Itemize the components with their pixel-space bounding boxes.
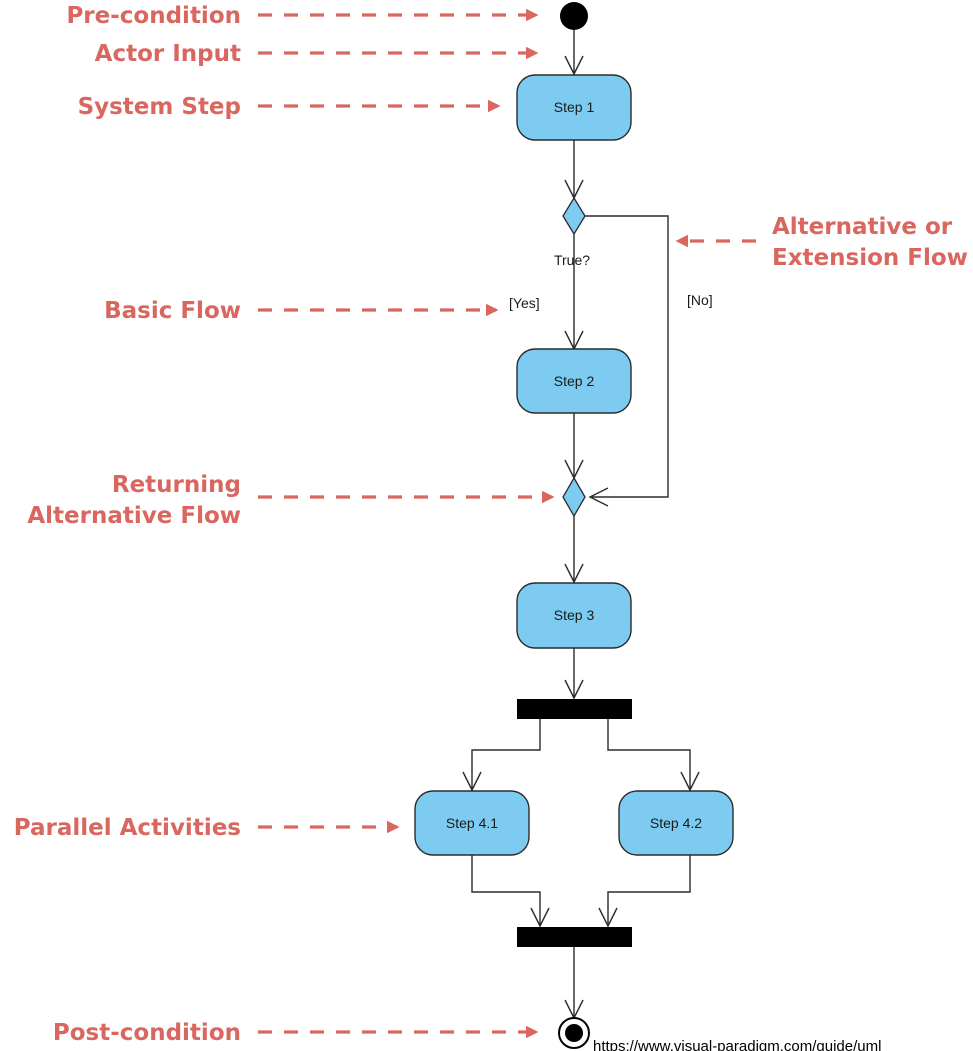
- arrowhead: [462, 771, 482, 792]
- alternative-flow-annotation-line1: Alternative or: [772, 214, 953, 240]
- edge-fork-step42: [607, 719, 691, 790]
- step-2-label: Step 2: [554, 373, 595, 389]
- step-4-1-label: Step 4.1: [446, 815, 498, 831]
- initial-node[interactable]: [560, 2, 588, 30]
- arrowhead: [598, 907, 618, 928]
- alternative-flow-annotation-line2: Extension Flow: [772, 245, 968, 271]
- step-1-node[interactable]: [516, 74, 632, 141]
- decision-question-label: True?: [554, 252, 590, 268]
- system-step-annotation: System Step: [78, 94, 241, 120]
- step-1-label: Step 1: [554, 99, 595, 115]
- source-url-text: https://www.visual-paradigm.com/guide/um…: [593, 1038, 881, 1051]
- flow-edges: [462, 30, 700, 1020]
- join-bar[interactable]: [517, 927, 632, 947]
- arrowhead: [588, 487, 609, 507]
- precondition-annotation: Pre-condition: [66, 3, 241, 29]
- arrowhead: [530, 907, 550, 928]
- returning-flow-annotation-line2: Alternative Flow: [27, 503, 241, 529]
- arrowhead: [564, 563, 584, 584]
- arrowhead: [564, 679, 584, 700]
- annotation-arrows: [258, 8, 756, 1039]
- actor-input-annotation: Actor Input: [95, 41, 241, 67]
- parallel-activities-annotation: Parallel Activities: [14, 815, 241, 841]
- decision-node[interactable]: [562, 196, 586, 236]
- basic-flow-annotation: Basic Flow: [104, 298, 241, 324]
- edge-decision-merge-no: [585, 215, 669, 498]
- guard-yes-label: [Yes]: [509, 295, 540, 311]
- step-3-node[interactable]: [516, 582, 632, 649]
- step-4-1-node[interactable]: [414, 790, 530, 856]
- arrowhead: [680, 771, 700, 792]
- postcondition-annotation: Post-condition: [53, 1020, 241, 1046]
- final-node-inner: [565, 1024, 583, 1042]
- edge-step41-join: [471, 855, 541, 926]
- merge-node[interactable]: [562, 476, 586, 518]
- step-3-label: Step 3: [554, 607, 595, 623]
- step-4-2-label: Step 4.2: [650, 815, 702, 831]
- edge-fork-step41: [471, 719, 541, 790]
- fork-bar[interactable]: [517, 699, 632, 719]
- step-2-node[interactable]: [516, 348, 632, 414]
- arrowhead: [564, 55, 584, 76]
- step-4-2-node[interactable]: [618, 790, 734, 856]
- returning-flow-annotation-line1: Returning: [112, 472, 241, 498]
- edge-step42-join: [607, 855, 691, 926]
- guard-no-label: [No]: [687, 292, 713, 308]
